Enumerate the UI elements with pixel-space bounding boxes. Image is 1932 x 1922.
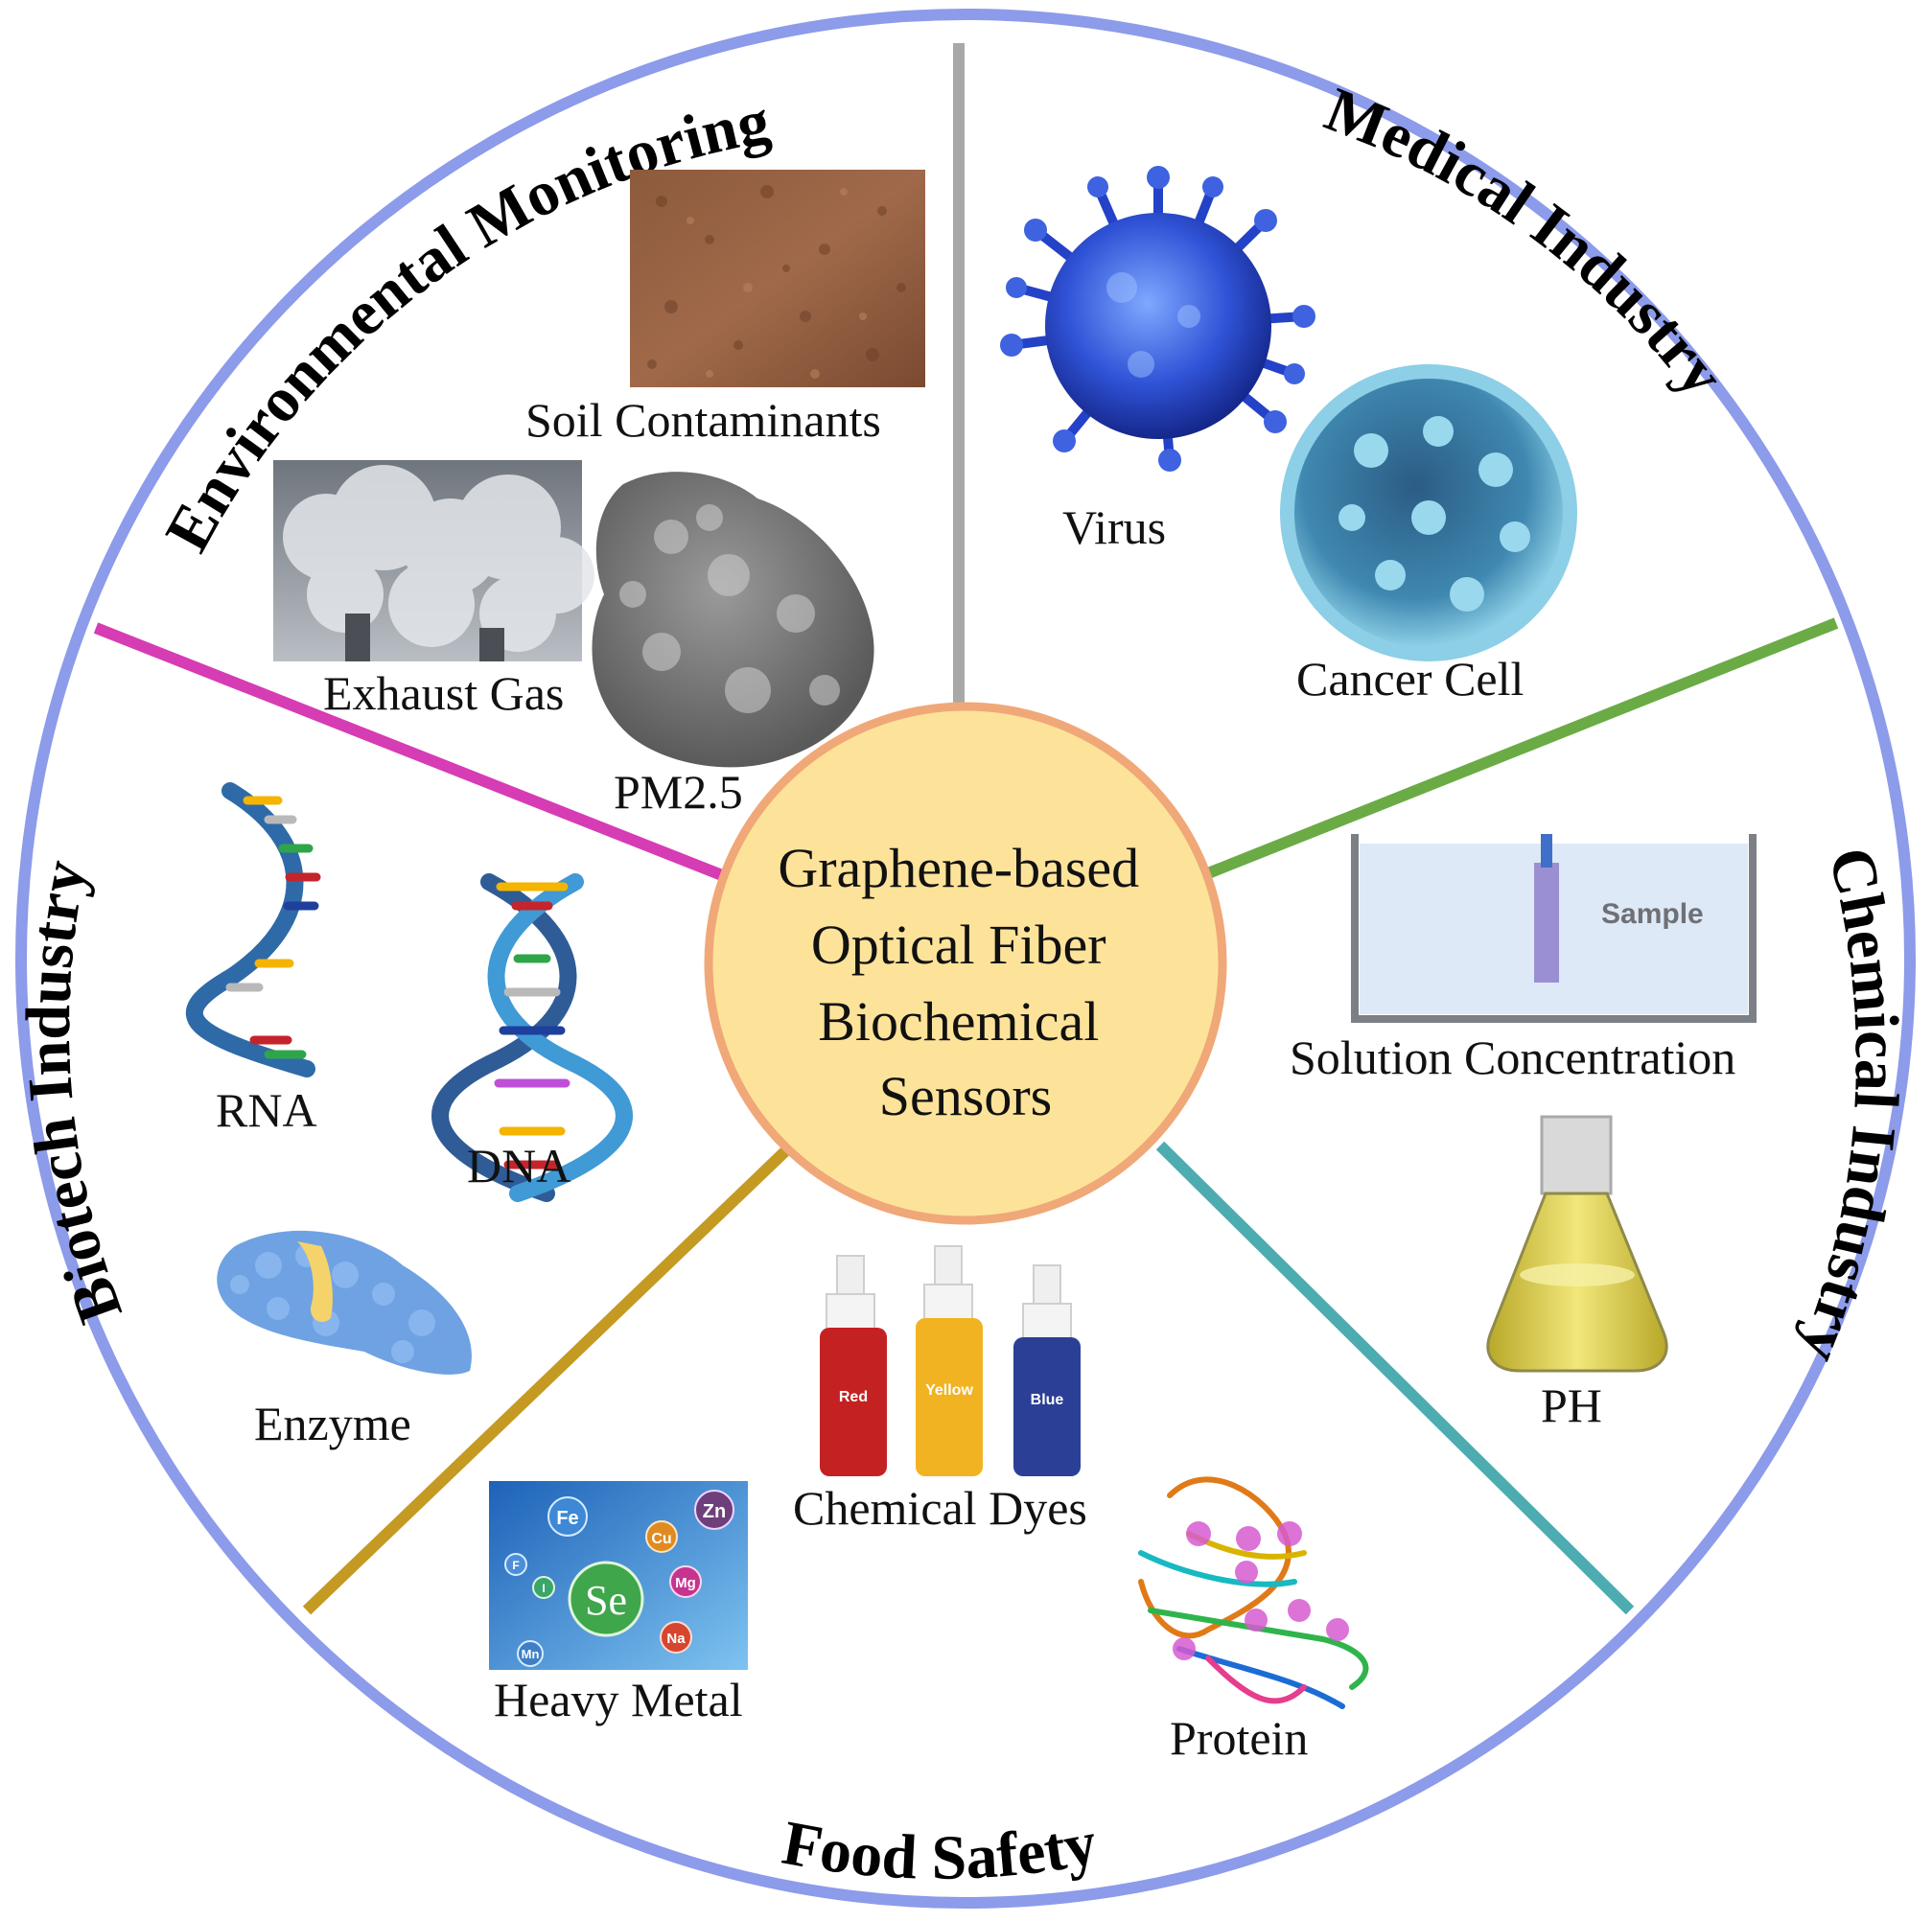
- rna-image: [185, 782, 321, 1077]
- solution-container-image: Sample: [1351, 834, 1757, 1023]
- label-exhaust-gas: Exhaust Gas: [323, 666, 564, 720]
- metal-element-bubbles: Fe Zn Cu Se Mg Na Mn F I: [504, 1490, 734, 1667]
- chemical-dyes-image: Red Yellow Blue: [820, 1245, 1081, 1476]
- label-chemical-dyes: Chemical Dyes: [793, 1481, 1087, 1535]
- label-solution-concentration: Solution Concentration: [1290, 1030, 1735, 1084]
- label-pm25: PM2.5: [614, 765, 743, 819]
- center-line-4: Sensors: [879, 1065, 1052, 1127]
- svg-text:Red: Red: [839, 1389, 868, 1405]
- label-virus: Virus: [1062, 500, 1166, 554]
- sector-title-biotech: Biotech Industry: [13, 855, 136, 1332]
- divider-bottom-left: [302, 1146, 791, 1615]
- dye-bottle-red: Red: [820, 1255, 887, 1476]
- svg-text:Blue: Blue: [1031, 1392, 1064, 1408]
- label-sample: Sample: [1601, 898, 1704, 930]
- label-dna: DNA: [467, 1139, 570, 1193]
- sector-title-food: Food Safety: [778, 1808, 1103, 1893]
- dye-bottle-blue: Blue: [1013, 1264, 1081, 1476]
- pm25-particle-image: [592, 472, 874, 768]
- soil-image: [630, 170, 925, 387]
- svg-text:I: I: [542, 1582, 545, 1595]
- dna-image: [431, 873, 633, 1202]
- svg-text:Na: Na: [666, 1631, 686, 1647]
- sector-dividers: [93, 43, 1839, 1615]
- svg-text:Fe: Fe: [556, 1508, 578, 1529]
- divider-bottom-right: [1155, 1141, 1635, 1615]
- center-circle: [704, 702, 1227, 1225]
- dye-bottle-yellow: Yellow: [916, 1245, 983, 1476]
- svg-text:Se: Se: [585, 1577, 627, 1624]
- svg-text:Yellow: Yellow: [925, 1382, 973, 1399]
- label-ph: PH: [1541, 1378, 1602, 1432]
- label-rna: RNA: [216, 1083, 317, 1137]
- label-protein: Protein: [1170, 1711, 1308, 1765]
- heavy-metal-image: Fe Zn Cu Se Mg Na Mn F I: [489, 1481, 748, 1670]
- center-line-3: Biochemical: [818, 990, 1099, 1053]
- svg-text:Cu: Cu: [651, 1531, 671, 1547]
- enzyme-image: [217, 1230, 472, 1375]
- divider-left: [93, 622, 730, 883]
- virus-image: [1000, 166, 1315, 472]
- protein-image: [1138, 1476, 1369, 1709]
- center-line-1: Graphene-based: [778, 837, 1139, 899]
- ph-flask-image: [1486, 1115, 1668, 1373]
- svg-text:Mg: Mg: [675, 1575, 696, 1591]
- center-title: Graphene-based Optical Fiber Biochemical…: [778, 837, 1152, 1127]
- svg-text:Mn: Mn: [522, 1647, 540, 1661]
- exhaust-gas-image: [273, 460, 594, 661]
- svg-text:Zn: Zn: [703, 1501, 726, 1522]
- cancer-cell-image: [1280, 364, 1577, 661]
- label-soil-contaminants: Soil Contaminants: [525, 393, 881, 447]
- sector-title-chemical: Chemical Industry: [1786, 841, 1912, 1372]
- svg-text:F: F: [512, 1559, 519, 1572]
- label-enzyme: Enzyme: [254, 1397, 411, 1450]
- sector-title-medical: Medical Industry: [1316, 75, 1738, 409]
- center-line-2: Optical Fiber: [811, 914, 1106, 976]
- label-cancer-cell: Cancer Cell: [1296, 652, 1524, 706]
- outer-ring: [15, 9, 1916, 1909]
- divider-right: [1200, 617, 1839, 881]
- label-heavy-metal: Heavy Metal: [494, 1673, 743, 1726]
